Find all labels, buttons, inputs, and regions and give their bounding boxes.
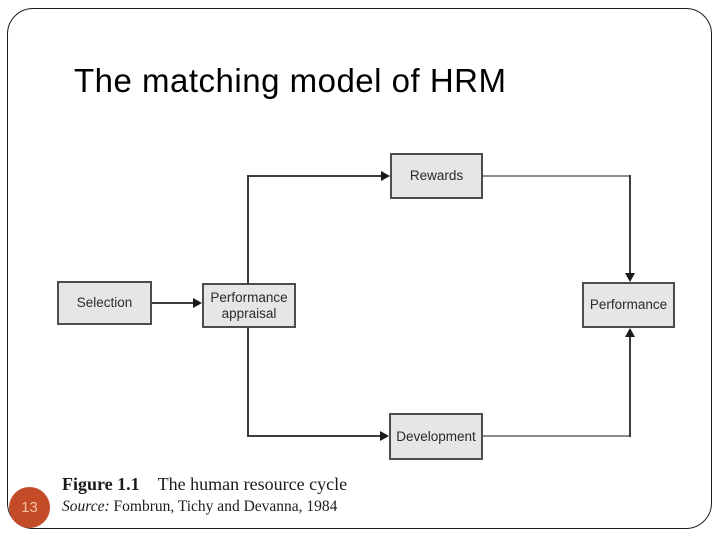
edge-development-to-performance-vertical bbox=[629, 337, 631, 437]
edge-appraisal-to-rewards-horizontal bbox=[247, 175, 381, 177]
arrowhead-into-rewards bbox=[381, 171, 390, 181]
arrowhead-into-development bbox=[380, 431, 389, 441]
arrowhead-into-performance-top bbox=[625, 273, 635, 282]
figure-label: Figure 1.1 bbox=[62, 474, 140, 494]
edge-selection-to-appraisal bbox=[152, 302, 194, 304]
slide-frame bbox=[7, 8, 712, 529]
node-selection: Selection bbox=[57, 281, 152, 325]
page-number: 13 bbox=[21, 499, 38, 516]
arrowhead-into-performance-bottom bbox=[625, 328, 635, 337]
node-development: Development bbox=[389, 413, 483, 460]
edge-appraisal-to-development-horizontal bbox=[247, 435, 380, 437]
node-rewards: Rewards bbox=[390, 153, 483, 199]
page-number-badge: 13 bbox=[9, 487, 50, 528]
figure-caption-title-line: Figure 1.1 The human resource cycle bbox=[62, 474, 347, 495]
edge-appraisal-to-rewards-vertical bbox=[247, 175, 249, 283]
source-text: Fombrun, Tichy and Devanna, 1984 bbox=[109, 498, 338, 515]
edge-rewards-to-performance-vertical bbox=[629, 175, 631, 274]
figure-title: The human resource cycle bbox=[157, 474, 348, 494]
slide-title: The matching model of HRM bbox=[74, 62, 507, 99]
edge-development-to-performance-horizontal bbox=[483, 435, 630, 437]
edge-rewards-to-performance-horizontal bbox=[483, 175, 630, 177]
source-prefix: Source: bbox=[62, 498, 110, 515]
node-performance: Performance bbox=[582, 282, 675, 328]
figure-caption: Figure 1.1 The human resource cycle Sourc… bbox=[62, 474, 347, 516]
figure-caption-source-line: Source: Fombrun, Tichy and Devanna, 1984 bbox=[62, 498, 347, 516]
edge-appraisal-to-development-vertical bbox=[247, 328, 249, 437]
arrowhead-into-appraisal bbox=[193, 298, 202, 308]
node-performance-appraisal: Performance appraisal bbox=[202, 283, 296, 328]
